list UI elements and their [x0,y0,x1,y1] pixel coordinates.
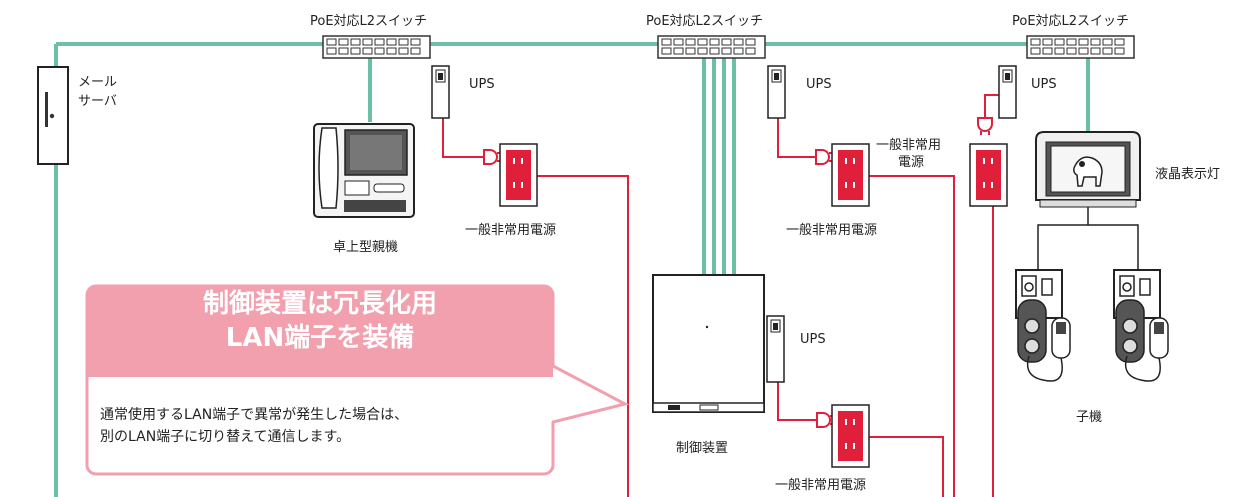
mail-server-icon [37,66,69,165]
callout-title-line2: LAN端子を装備 [225,323,415,353]
callout-body: 通常使用するLAN端子で異常が発生した場合は、 別のLAN端子に切り替えて通信し… [100,404,408,448]
mail-server-label-line2: サーバ [78,94,117,109]
callout-box [85,284,630,476]
plug-right-icon [977,117,993,135]
handset-left-icon [1015,269,1071,382]
power-right-label-line2: 電源 [898,155,925,170]
switch-left [322,35,431,59]
outlet-center-icon [831,143,870,207]
callout-body-line1: 通常使用するLAN端子で異常が発生した場合は、 [100,407,409,423]
switch-right [1026,35,1135,59]
plug-left-icon [483,149,501,165]
power-left-label: 一般非常用電源 [465,223,557,238]
switch-left-label: PoE対応L2スイッチ [310,14,428,29]
callout-body-line2: 別のLAN端子に切り替えて通信します。 [100,429,351,445]
handset-right-icon [1113,269,1169,382]
ups-controller-icon [766,315,785,383]
switch-center [657,35,766,59]
switch-right-label: PoE対応L2スイッチ [1012,14,1130,29]
ups-left-label: UPS [469,77,495,92]
desk-master-unit-icon [313,123,415,218]
ups-center-icon [767,65,786,119]
ups-right-icon [998,65,1017,119]
handset-label: 子機 [1076,410,1103,425]
lcd-lamp-label: 液晶表示灯 [1155,167,1221,182]
ups-right-label: UPS [1031,77,1057,92]
lcd-display-lamp-icon [1035,131,1141,208]
outlet-left-icon [499,143,538,207]
ups-center-label: UPS [806,77,832,92]
callout-title-line1: 制御装置は冗長化用 [202,289,437,319]
desk-master-label: 卓上型親機 [333,240,399,255]
outlet-right-icon [969,143,1008,207]
ups-left-icon [431,65,450,119]
power-bottom-label: 一般非常用電源 [775,478,867,493]
ups-controller-label: UPS [800,332,826,347]
mail-server-label-line1: メール [78,75,118,90]
callout-title: 制御装置は冗長化用 LAN端子を装備 [88,287,552,355]
controller-icon [652,274,765,413]
switch-center-label: PoE対応L2スイッチ [646,14,764,29]
power-center-label: 一般非常用電源 [786,223,878,238]
controller-label: 制御装置 [676,441,729,456]
outlet-bottom-icon [831,404,870,468]
power-right-label-line1: 一般非常用 [876,138,942,153]
plug-center-icon [815,149,833,165]
device-wires [1037,207,1139,270]
power-lines [442,94,1006,497]
